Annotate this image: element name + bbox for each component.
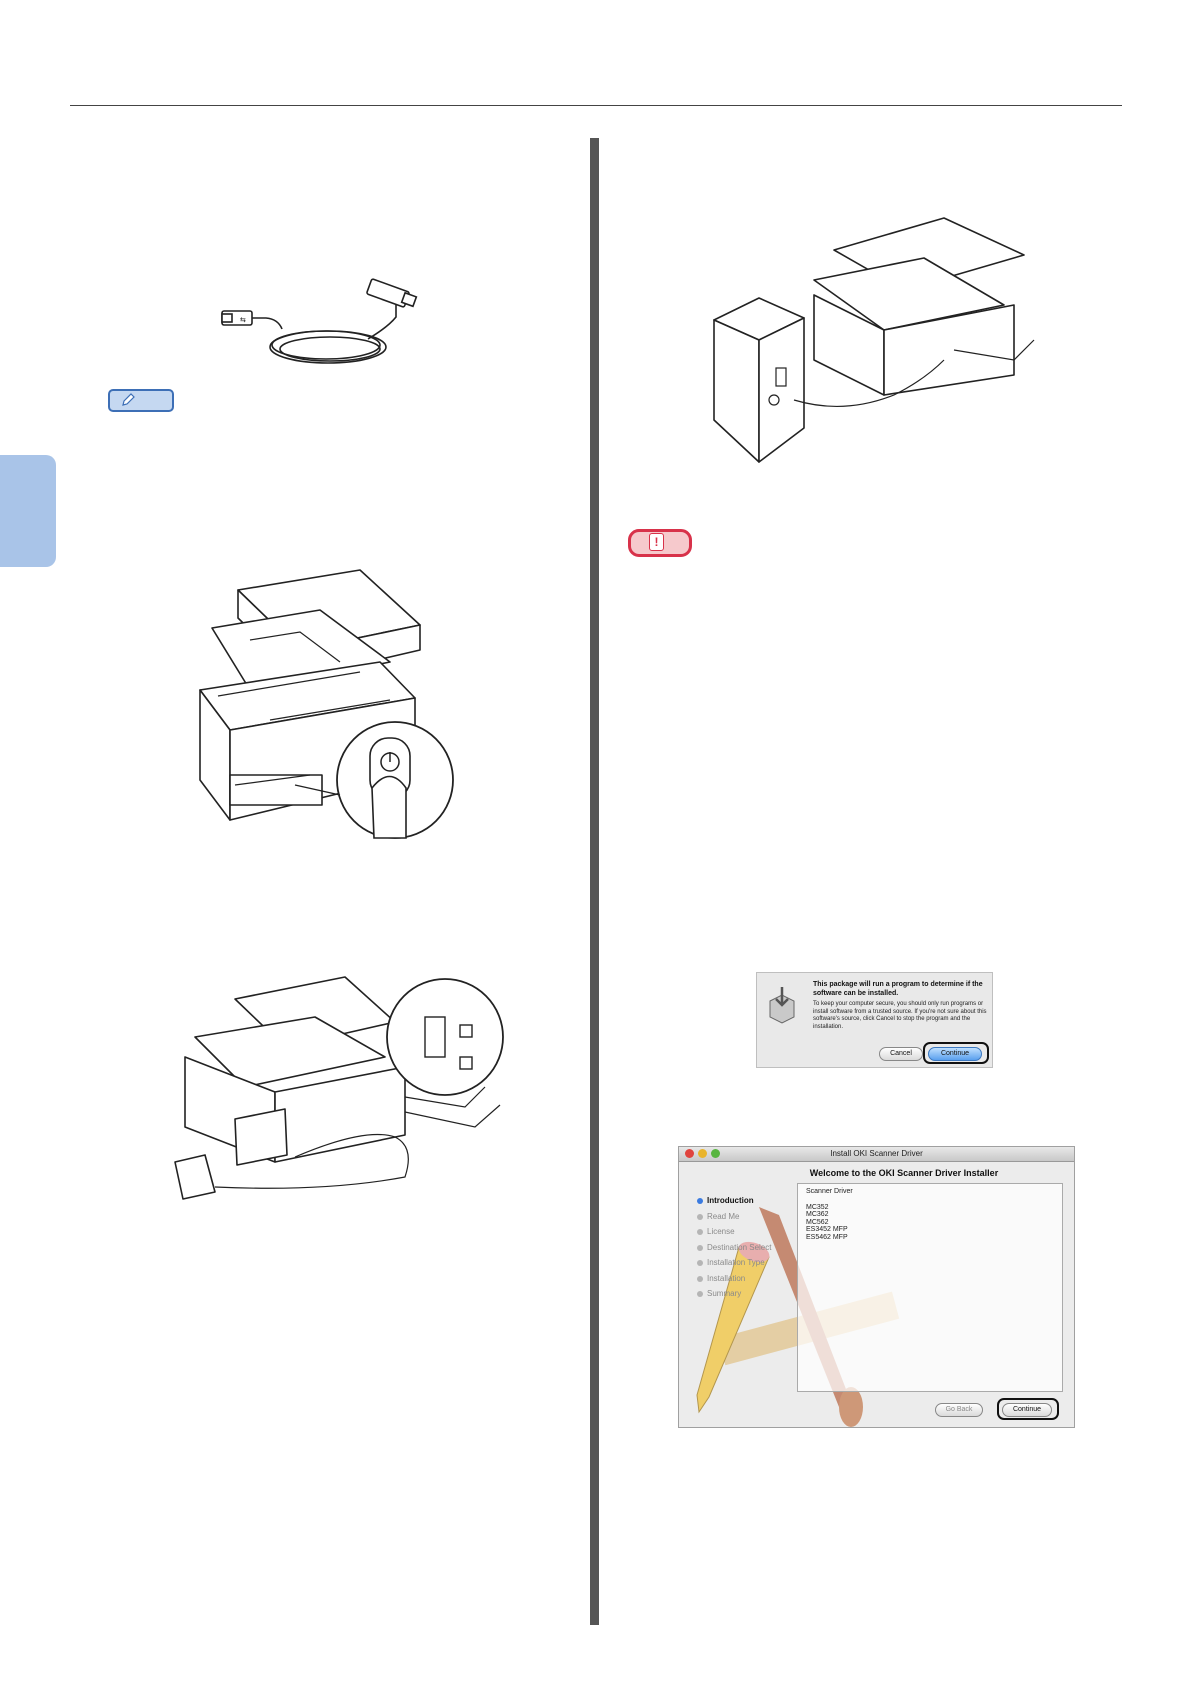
model-item: MC362 bbox=[806, 1211, 829, 1218]
usb-port-icon bbox=[459, 1024, 473, 1038]
power-button-icon bbox=[380, 752, 400, 772]
installer-content-pane: Scanner Driver MC352 MC362 MC562 ES3452 … bbox=[797, 1183, 1063, 1392]
step-license: License bbox=[697, 1224, 807, 1240]
computer-printer-connection-illustration bbox=[713, 217, 1035, 463]
installer-window-title: Install OKI Scanner Driver bbox=[830, 1149, 923, 1158]
alert-cancel-button[interactable]: Cancel bbox=[879, 1047, 923, 1061]
step-installation-type: Installation Type bbox=[697, 1255, 807, 1271]
step-installation: Installation bbox=[697, 1271, 807, 1287]
installer-titlebar: Install OKI Scanner Driver bbox=[679, 1147, 1074, 1162]
step-destination-select: Destination Select bbox=[697, 1240, 807, 1256]
printer-power-illustration bbox=[199, 569, 454, 839]
usb-cable-illustration: ⇆ bbox=[221, 278, 418, 364]
column-divider bbox=[590, 138, 599, 1625]
step-summary: Summary bbox=[697, 1286, 807, 1302]
installer-heading: Welcome to the OKI Scanner Driver Instal… bbox=[809, 1168, 999, 1178]
model-item: ES5462 MFP bbox=[806, 1233, 848, 1241]
minimize-window-button[interactable] bbox=[698, 1149, 707, 1158]
lan-port-icon bbox=[459, 1056, 473, 1070]
header-rule bbox=[70, 105, 1122, 106]
chapter-tab bbox=[0, 455, 56, 567]
zoom-window-button[interactable] bbox=[711, 1149, 720, 1158]
continue-highlight bbox=[923, 1042, 989, 1064]
step-introduction: Introduction bbox=[697, 1193, 807, 1209]
model-item: MC352 bbox=[806, 1203, 829, 1211]
go-back-button[interactable]: Go Back bbox=[935, 1403, 983, 1417]
pencil-icon bbox=[122, 393, 135, 406]
note-symbol: ! bbox=[649, 533, 664, 551]
installer-continue-highlight bbox=[997, 1398, 1059, 1420]
installer-continue-button[interactable]: Continue bbox=[1002, 1403, 1052, 1417]
memo-badge bbox=[108, 389, 174, 412]
close-window-button[interactable] bbox=[685, 1149, 694, 1158]
note-badge: ! bbox=[628, 529, 692, 557]
svg-text:⇆: ⇆ bbox=[240, 316, 246, 324]
model-item: ES3452 MFP bbox=[806, 1226, 848, 1233]
alert-continue-button[interactable]: Continue bbox=[928, 1047, 982, 1061]
printer-usb-port-illustration bbox=[174, 976, 504, 1200]
content-heading: Scanner Driver bbox=[806, 1188, 853, 1195]
installer-steps-list: Introduction Read Me License Destination… bbox=[697, 1193, 807, 1302]
alert-body: To keep your computer secure, you should… bbox=[813, 1001, 987, 1030]
package-alert-dialog: This package will run a program to deter… bbox=[756, 972, 993, 1068]
step-read-me: Read Me bbox=[697, 1209, 807, 1225]
installer-window: Install OKI Scanner Driver Welcome to th… bbox=[678, 1146, 1075, 1428]
alert-title: This package will run a program to deter… bbox=[813, 981, 983, 997]
model-item: MC562 bbox=[806, 1218, 829, 1226]
installer-package-icon bbox=[769, 987, 795, 1024]
